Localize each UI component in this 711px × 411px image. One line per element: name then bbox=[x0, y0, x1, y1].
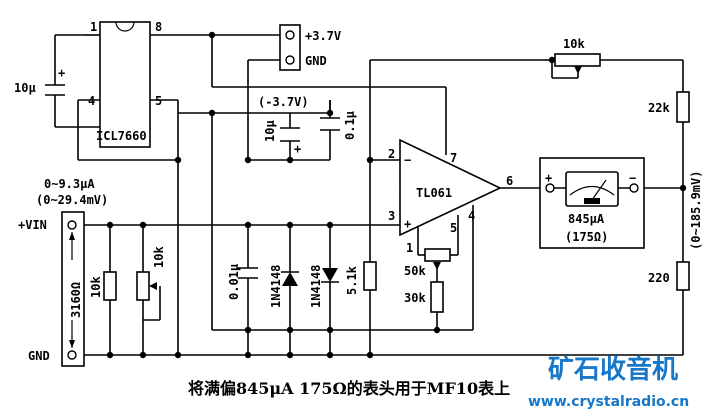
opamp-name: TL061 bbox=[416, 186, 452, 200]
resistor-51k: 5.1k bbox=[345, 261, 377, 295]
cap-10u-filter-label: 10μ bbox=[263, 120, 277, 142]
icl7660-chip: 1 8 4 5 ICL7660 bbox=[88, 20, 162, 148]
opamp-pin-4: 4 bbox=[468, 209, 475, 223]
pot-10k-input: 10k bbox=[136, 246, 166, 301]
input-range-ua: 0~9.3μA bbox=[44, 177, 95, 191]
pot-10k-input-label: 10k bbox=[152, 246, 166, 268]
watermark-logo: 矿石收音机 www.crystalradio.cn bbox=[528, 354, 689, 410]
supply-pos-label: +3.7V bbox=[305, 29, 341, 43]
diode-1-label: 1N4148 bbox=[269, 265, 283, 308]
cap-plus-sign: + bbox=[58, 66, 65, 80]
logo-url: www.crystalradio.cn bbox=[528, 394, 689, 410]
meter-current: 845μA bbox=[568, 212, 605, 226]
opamp-pin-3: 3 bbox=[388, 209, 395, 223]
supply-neg-label: (-3.7V) bbox=[258, 95, 309, 109]
resistor-30k: 30k bbox=[404, 281, 444, 313]
pot-10k-feedback-label: 10k bbox=[563, 37, 585, 51]
caption: 将满偏845μA 175Ω的表头用于MF10表上 bbox=[188, 379, 510, 398]
chip-pin-8: 8 bbox=[155, 20, 162, 34]
resistor-10k-input-label: 10k bbox=[89, 276, 103, 298]
resistor-51k-label: 5.1k bbox=[345, 265, 359, 295]
diode-2-label: 1N4148 bbox=[309, 265, 323, 308]
resistor-22k-label: 22k bbox=[648, 101, 670, 115]
chip-pin-1: 1 bbox=[90, 20, 97, 34]
chip-name: ICL7660 bbox=[96, 129, 147, 143]
pot-10k-feedback: 10k bbox=[554, 37, 601, 74]
opamp-pin-1: 1 bbox=[406, 241, 413, 255]
pot-50k: 50k bbox=[404, 248, 451, 278]
cap-01u-label: 0.1μ bbox=[343, 111, 357, 140]
chip-pin-5: 5 bbox=[155, 94, 162, 108]
vin-label: +VIN bbox=[18, 218, 47, 232]
opamp-plus: + bbox=[404, 217, 411, 231]
meter: + − 845μA (175Ω) bbox=[539, 157, 645, 249]
pot-50k-label: 50k bbox=[404, 264, 426, 278]
resistor-220-label: 220 bbox=[648, 271, 670, 285]
opamp-pin-6: 6 bbox=[506, 174, 513, 188]
tl061-opamp: − + TL061 2 3 7 6 4 1 5 bbox=[388, 138, 513, 255]
cap-10u-filter: + 10μ bbox=[263, 120, 301, 156]
cap-10u-pump: + 10μ bbox=[14, 66, 65, 96]
meter-minus: − bbox=[629, 171, 636, 185]
resistor-30k-label: 30k bbox=[404, 291, 426, 305]
resistor-10k-input: 10k bbox=[89, 271, 117, 301]
cap-001u: 0.01μ bbox=[227, 264, 258, 300]
input-range-mv: (0~29.4mV) bbox=[36, 193, 108, 207]
resistor-220: 220 bbox=[648, 261, 690, 291]
meter-plus: + bbox=[545, 171, 552, 185]
opamp-minus: − bbox=[404, 153, 411, 167]
diode-1: 1N4148 bbox=[269, 265, 299, 308]
meter-resistance: (175Ω) bbox=[565, 230, 608, 244]
cap-10u-pump-label: 10μ bbox=[14, 81, 36, 95]
input-block: 3160Ω +VIN GND 0~9.3μA (0~29.4mV) bbox=[18, 177, 108, 367]
svg-text:+: + bbox=[294, 142, 301, 156]
resistor-22k: 22k bbox=[648, 91, 690, 123]
opamp-pin-5: 5 bbox=[450, 221, 457, 235]
diode-2: 1N4148 bbox=[309, 265, 339, 308]
opamp-pin-7: 7 bbox=[450, 151, 457, 165]
cap-01u: 0.1μ bbox=[320, 111, 357, 140]
chip-pin-4: 4 bbox=[88, 94, 95, 108]
output-range-label: (0~185.9mV) bbox=[689, 171, 703, 250]
input-resistance-label: 3160Ω bbox=[69, 282, 83, 318]
opamp-pin-2: 2 bbox=[388, 147, 395, 161]
logo-text: 矿石收音机 bbox=[548, 354, 678, 385]
supply-gnd-label: GND bbox=[305, 54, 327, 68]
cap-001u-label: 0.01μ bbox=[227, 264, 241, 300]
junction-dots bbox=[106, 31, 687, 359]
power-header: +3.7V GND bbox=[279, 24, 341, 71]
input-gnd-label: GND bbox=[28, 349, 50, 363]
